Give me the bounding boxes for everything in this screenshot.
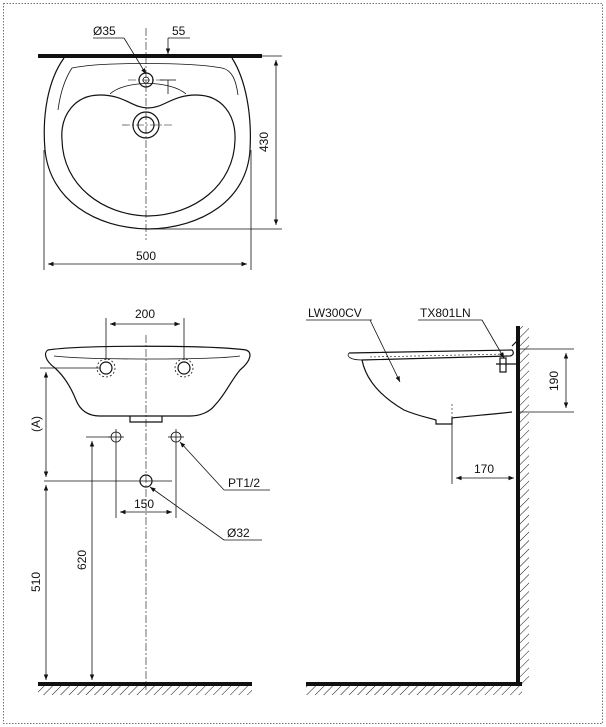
front-view: 200 PT1/2 150 Ø32 (A) 510 620 bbox=[29, 307, 270, 695]
pipe-spacing-label: 150 bbox=[134, 497, 154, 511]
top-rim-line bbox=[71, 63, 239, 96]
top-basin-outline bbox=[43, 57, 251, 230]
front-basin-outline bbox=[44, 345, 251, 417]
pipe-thread-label: PT1/2 bbox=[228, 476, 260, 490]
front-left-fitting bbox=[99, 361, 113, 375]
drain-diameter-label: Ø32 bbox=[227, 526, 250, 540]
front-floor-hatch bbox=[38, 686, 252, 695]
top-hole-diameter-label: Ø35 bbox=[93, 24, 116, 38]
tap-spacing-label: 200 bbox=[135, 307, 155, 321]
drawing-frame bbox=[3, 3, 603, 724]
width-label: 500 bbox=[136, 249, 156, 263]
side-basin-outline bbox=[348, 349, 514, 425]
side-floor-hatch bbox=[306, 686, 522, 695]
height-510-label: 510 bbox=[29, 572, 43, 592]
bracket-model-label: TX801LN bbox=[420, 306, 471, 320]
top-bowl-outline bbox=[61, 94, 236, 217]
basin-model-label: LW300CV bbox=[308, 306, 362, 320]
top-offset-label: 55 bbox=[172, 24, 186, 38]
side-height-label: 190 bbox=[547, 371, 561, 391]
side-wall-hatch bbox=[520, 326, 529, 684]
height-a-label: (A) bbox=[29, 416, 43, 432]
depth-label: 430 bbox=[257, 132, 271, 152]
top-view: Ø35 55 430 500 bbox=[38, 24, 282, 270]
wall-offset-label: 170 bbox=[474, 462, 494, 476]
height-620-label: 620 bbox=[75, 550, 89, 570]
front-right-fitting bbox=[177, 361, 191, 375]
side-view: LW300CV TX801LN 190 170 bbox=[306, 306, 574, 695]
